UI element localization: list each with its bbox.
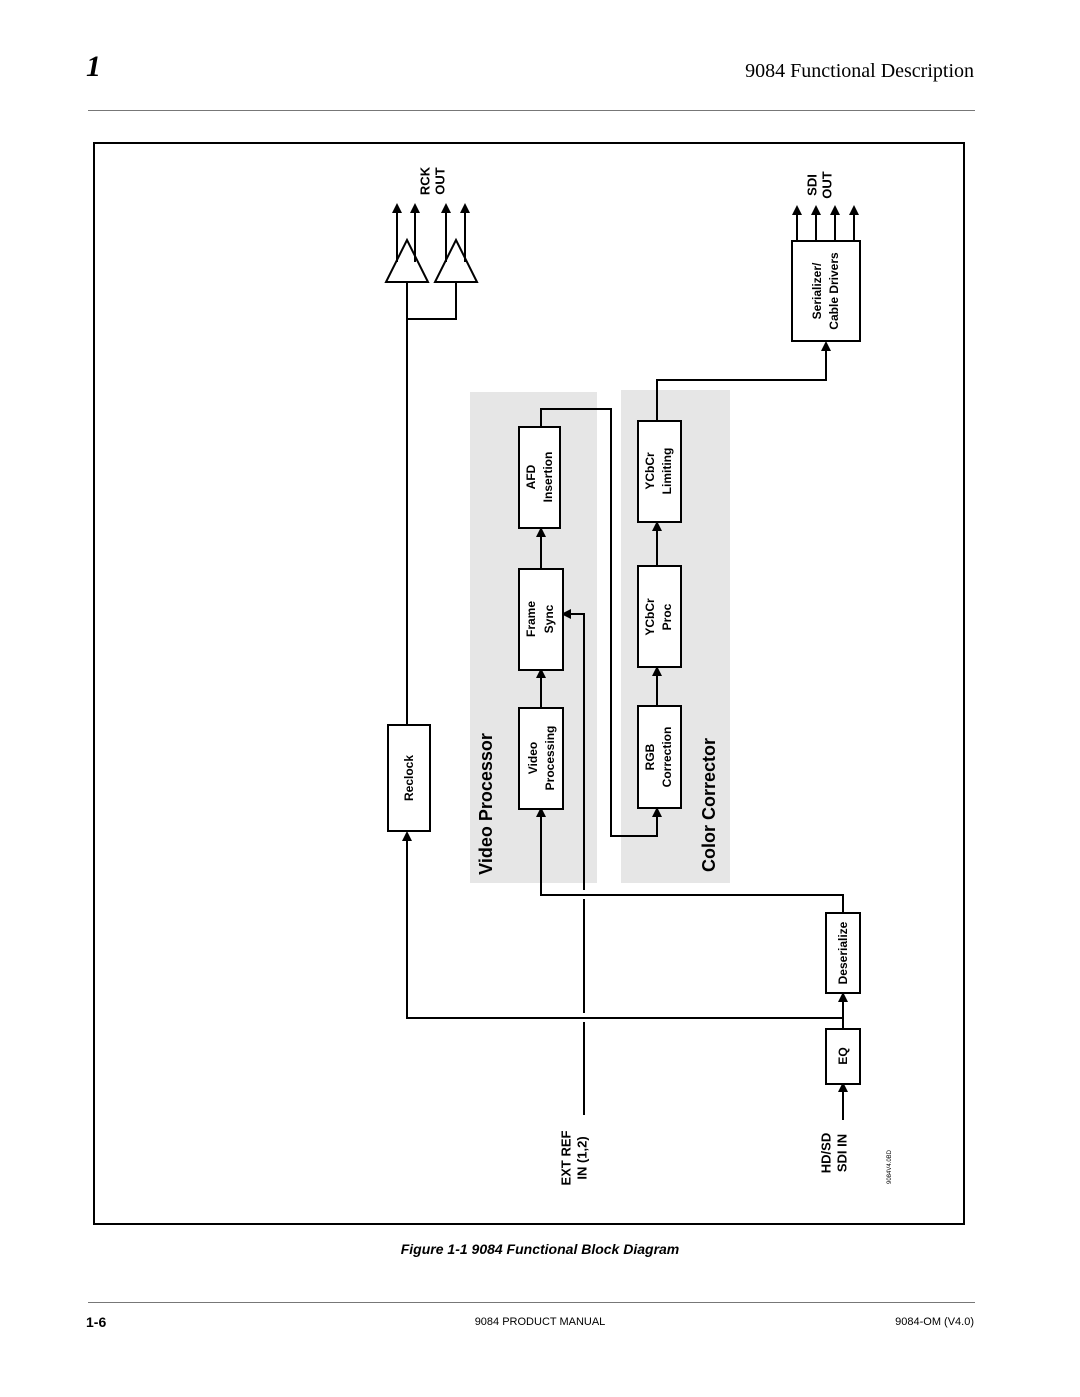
video-processor-title: Video Processor bbox=[476, 733, 496, 875]
header-rule bbox=[88, 110, 975, 111]
ext-ref-label-1: EXT REF bbox=[559, 1130, 574, 1185]
reclock-block bbox=[387, 724, 431, 832]
eq-label: EQ bbox=[836, 1047, 850, 1064]
video-processing-block bbox=[518, 707, 564, 810]
sdi-in-label-2: SDI IN bbox=[835, 1134, 850, 1172]
frame-sync-label-2: Sync bbox=[542, 604, 556, 633]
afd-insertion-label-2: Insertion bbox=[541, 452, 555, 503]
page-title: 9084 Functional Description bbox=[745, 60, 974, 82]
afd-to-rgb-line bbox=[540, 408, 662, 837]
reclock-to-drivers-line bbox=[406, 283, 457, 724]
rck-driver-triangle-2 bbox=[433, 237, 479, 283]
rck-out-label-2: OUT bbox=[433, 167, 448, 195]
ycbcr-limiting-label-1: YCbCr bbox=[643, 452, 657, 490]
ycbcr-limiting-label-2: Limiting bbox=[660, 448, 674, 495]
rgb-correction-label-1: RGB bbox=[643, 743, 657, 770]
deserialize-label: Deserialize bbox=[836, 921, 850, 984]
video-processing-label-2: Processing bbox=[543, 726, 557, 791]
color-corrector-title: Color Corrector bbox=[699, 738, 719, 872]
rck-out-label-1: RCK bbox=[418, 166, 433, 195]
document-id: 9084-OM (V4.0) bbox=[895, 1316, 974, 1328]
rck-driver-triangle-1 bbox=[384, 237, 430, 283]
serializer-label-2: Cable Drivers bbox=[827, 252, 841, 330]
afd-insertion-label-1: AFD bbox=[524, 464, 538, 489]
eq-block bbox=[825, 1028, 861, 1085]
serializer-block bbox=[791, 240, 861, 342]
eq-to-reclock-line bbox=[402, 831, 843, 1019]
reclock-label: Reclock bbox=[402, 755, 416, 801]
afd-insertion-block bbox=[518, 426, 561, 529]
manual-title: 9084 PRODUCT MANUAL bbox=[474, 1316, 606, 1328]
figure-caption: Figure 1-1 9084 Functional Block Diagram bbox=[400, 1241, 680, 1257]
ext-ref-label-2: IN (1,2) bbox=[575, 1136, 590, 1179]
deserialize-to-video-line bbox=[536, 807, 844, 912]
ycbcr-limiting-block bbox=[637, 420, 682, 523]
frame-sync-label-1: Frame bbox=[524, 601, 538, 637]
footer-rule bbox=[88, 1302, 975, 1303]
limiting-to-serializer-line bbox=[656, 341, 831, 420]
diagram-frame bbox=[93, 142, 965, 1225]
rgb-correction-label-2: Correction bbox=[660, 727, 674, 788]
frame-sync-block bbox=[518, 568, 564, 671]
sdi-out-label-2: OUT bbox=[820, 171, 835, 199]
rgb-correction-block bbox=[637, 705, 682, 809]
chapter-number: 1 bbox=[86, 50, 101, 83]
serializer-label-1: Serializer/ bbox=[810, 262, 824, 319]
ycbcr-proc-block bbox=[637, 565, 682, 668]
ycbcr-proc-label-2: Proc bbox=[660, 603, 674, 630]
ycbcr-proc-label-1: YCbCr bbox=[643, 598, 657, 636]
deserialize-block bbox=[825, 912, 861, 994]
drawing-id-label: 9084V4.0BD bbox=[887, 1149, 893, 1184]
ext-ref-to-framesync-arrow bbox=[561, 609, 585, 890]
sdi-in-label-1: HD/SD bbox=[819, 1133, 834, 1173]
video-processing-label-1: Video bbox=[526, 742, 540, 774]
sdi-out-label-1: SDI bbox=[805, 174, 820, 196]
page-number: 1-6 bbox=[86, 1314, 107, 1330]
